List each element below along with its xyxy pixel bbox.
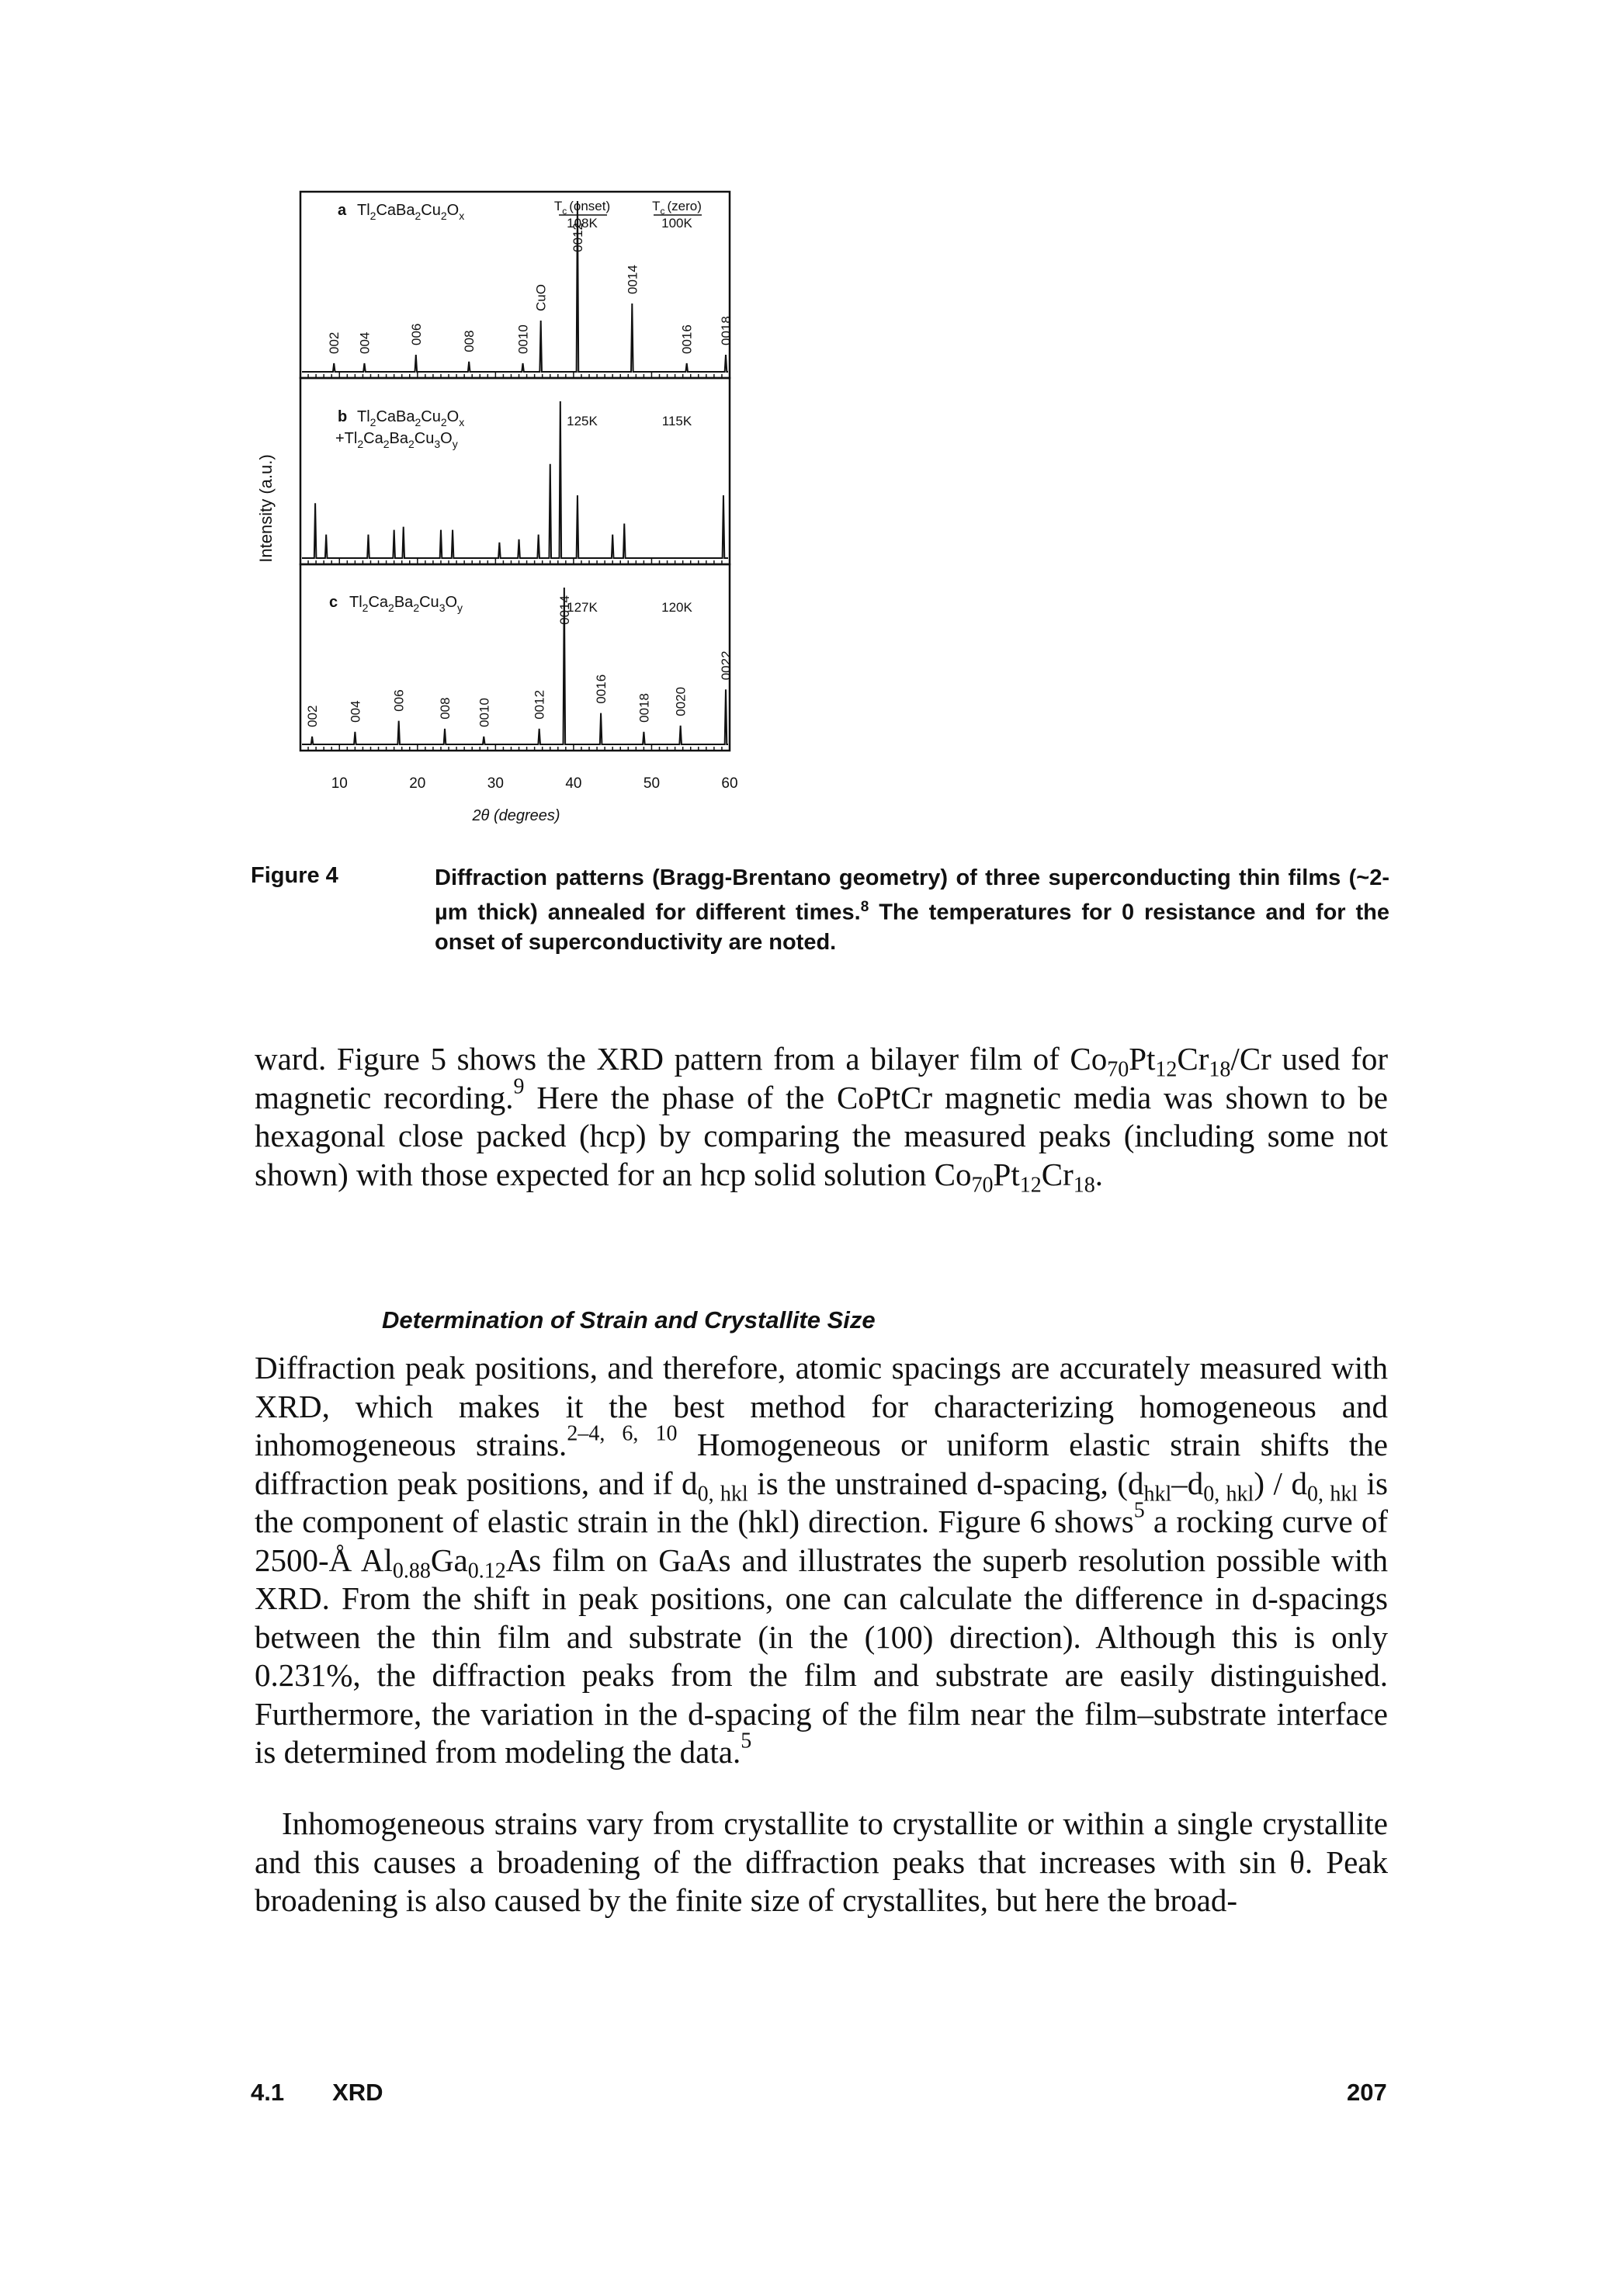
paragraph-continuation: ward. Figure 5 shows the XRD pattern fro… bbox=[255, 1041, 1389, 1197]
tc-zero-header: Tc(zero) bbox=[652, 199, 702, 217]
panel-b-letter: b bbox=[338, 408, 347, 425]
panel-c-frame bbox=[299, 563, 731, 752]
x-tick-label: 20 bbox=[409, 775, 425, 792]
panel-b-formula: Tl2CaBa2Cu2Ox bbox=[357, 408, 464, 428]
panel-a-tc-onset: 108K bbox=[567, 216, 598, 231]
panel-a-formula: Tl2CaBa2Cu2Ox bbox=[357, 202, 464, 222]
panel-c-letter: c bbox=[329, 594, 338, 611]
panel-c-trace bbox=[302, 587, 728, 745]
page-number: 207 bbox=[1347, 2079, 1387, 2106]
peak-label: 004 bbox=[348, 700, 363, 722]
x-axis-label: 2θ (degrees) bbox=[471, 807, 560, 824]
x-axis-ticks: 10 20 30 40 50 60 bbox=[307, 371, 738, 792]
peak-label: 006 bbox=[409, 324, 424, 345]
figure-label: Figure 4 bbox=[251, 863, 338, 888]
peak-label: 0012 bbox=[532, 690, 547, 720]
peak-label: 0014 bbox=[557, 595, 572, 625]
x-tick-label: 10 bbox=[331, 775, 348, 792]
peak-label: 008 bbox=[462, 330, 477, 352]
running-footer: 4.1 XRD bbox=[251, 2079, 383, 2107]
panel-c-formula: Tl2Ca2Ba2Cu3Oy bbox=[349, 594, 463, 614]
figure-caption: Diffraction patterns (Bragg-Brentano geo… bbox=[435, 865, 1389, 955]
peak-label: 002 bbox=[327, 332, 342, 354]
panel-b-trace bbox=[302, 401, 728, 559]
peak-label: 0018 bbox=[719, 316, 734, 345]
panel-a-tc-zero: 100K bbox=[661, 216, 692, 231]
peak-label: 008 bbox=[438, 697, 453, 719]
panel-b-frame bbox=[299, 376, 731, 566]
diffraction-traces bbox=[302, 200, 728, 745]
peak-label: CuO bbox=[534, 284, 549, 311]
panel-a-trace bbox=[302, 200, 728, 373]
panel-c-tc-zero: 120K bbox=[661, 600, 692, 615]
x-tick-label: 30 bbox=[487, 775, 504, 792]
x-tick-label: 50 bbox=[643, 775, 660, 792]
peak-label: 0018 bbox=[637, 693, 651, 723]
panel-b-formula-2: +Tl2Ca2Ba2Cu3Oy bbox=[335, 430, 458, 450]
peak-label: 0012 bbox=[571, 223, 585, 252]
peak-label: 0010 bbox=[516, 324, 531, 354]
peak-label: 006 bbox=[392, 689, 407, 711]
panel-b-tc-zero: 115K bbox=[662, 414, 692, 428]
panel-a-letter: a bbox=[338, 202, 347, 219]
section-name: XRD bbox=[332, 2079, 383, 2106]
panel-b-tc-onset: 125K bbox=[567, 414, 598, 428]
peak-label: 0022 bbox=[719, 650, 734, 680]
peak-label: 0016 bbox=[680, 324, 695, 354]
peak-label: 0020 bbox=[674, 687, 689, 716]
paragraph-inhomogeneous: Inhomogeneous strains vary from crystall… bbox=[255, 1805, 1388, 1918]
peak-label: 0014 bbox=[625, 265, 640, 294]
diffraction-figure: Intensity (a.u.) a Tl2CaBa2Cu2Ox Tc(onse… bbox=[256, 190, 738, 824]
x-tick-label: 60 bbox=[721, 775, 737, 792]
section-number: 4.1 bbox=[251, 2079, 285, 2106]
peak-label: 0016 bbox=[594, 675, 609, 704]
panel-c-tc-onset: 127K bbox=[567, 600, 598, 615]
y-axis-label: Intensity (a.u.) bbox=[256, 454, 276, 562]
paragraph-strain: Diffraction peak positions, and therefor… bbox=[255, 1350, 1389, 1770]
x-tick-label: 40 bbox=[565, 775, 581, 792]
peak-label: 0010 bbox=[477, 698, 491, 727]
tc-onset-header: Tc(onset) bbox=[554, 199, 610, 217]
peak-label: 004 bbox=[357, 332, 372, 354]
section-heading: Determination of Strain and Crystallite … bbox=[382, 1306, 876, 1334]
peak-label: 002 bbox=[305, 706, 320, 727]
